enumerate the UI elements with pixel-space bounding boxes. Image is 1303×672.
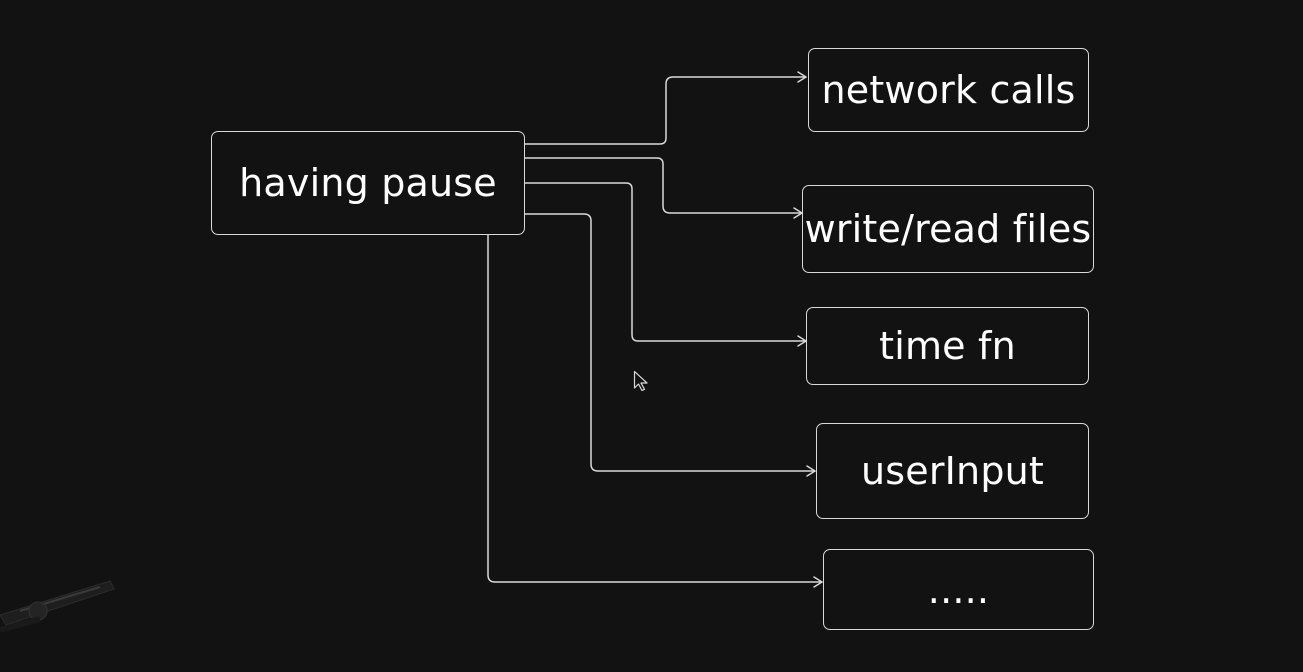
node-user-input: userInput (816, 423, 1089, 519)
connector-more (487, 234, 823, 583)
arrowhead-network-calls (797, 71, 807, 83)
connector-network-calls (524, 76, 807, 145)
node-write-read-files: write/read files (802, 185, 1094, 273)
node-having-pause: having pause (211, 131, 525, 235)
connector-write-read-files (524, 157, 803, 214)
node-label: network calls (821, 68, 1076, 112)
node-label: write/read files (804, 207, 1092, 251)
arrowhead-more (813, 576, 823, 588)
node-label: having pause (239, 161, 497, 205)
node-time-fn: time fn (806, 307, 1089, 385)
node-more: ..... (823, 549, 1094, 630)
arrowhead-user-input (806, 465, 816, 477)
node-label: userInput (860, 449, 1045, 493)
connector-user-input (524, 213, 816, 472)
mouse-pointer-icon (633, 370, 648, 392)
pen-icon (0, 580, 115, 633)
node-label: ..... (927, 567, 990, 612)
connector-time-fn (524, 182, 807, 342)
node-network-calls: network calls (808, 48, 1089, 132)
node-label: time fn (879, 324, 1016, 368)
